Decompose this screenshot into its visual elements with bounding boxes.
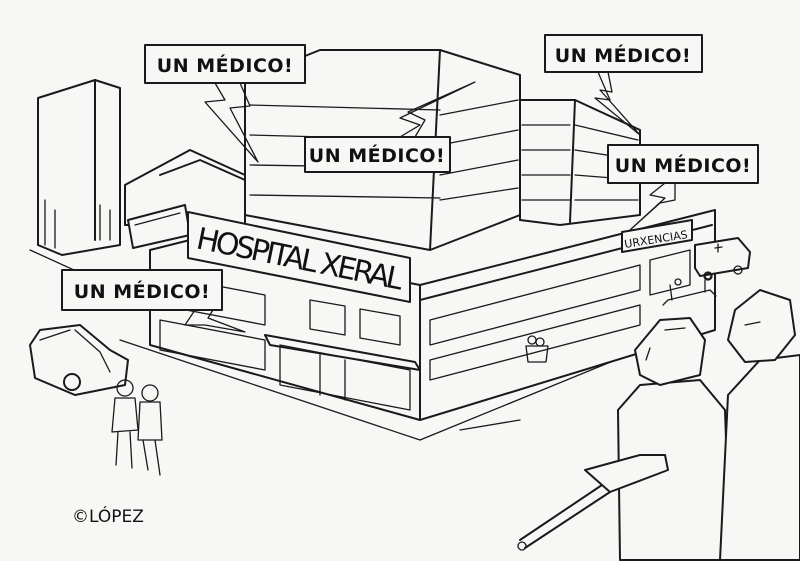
bubble-2-text: UN MÉDICO! — [309, 144, 445, 167]
bubble-1-text: UN MÉDICO! — [157, 54, 293, 77]
foreground-people — [617, 289, 800, 561]
speech-bubble-4: UN MÉDICO! — [607, 144, 759, 231]
speech-bubble-3: UN MÉDICO! — [544, 34, 703, 136]
speech-bubble-2: UN MÉDICO! — [304, 81, 476, 173]
stretcher — [662, 272, 717, 306]
bubble-4-text: UN MÉDICO! — [615, 154, 751, 177]
crutch — [517, 454, 669, 551]
speech-bubble-1: UN MÉDICO! — [144, 44, 306, 163]
left-tower — [37, 79, 121, 256]
speech-bubble-5: UN MÉDICO! — [61, 269, 246, 333]
car — [29, 324, 129, 396]
distant-couple — [525, 335, 549, 363]
right-block — [519, 99, 641, 226]
walking-couple — [111, 379, 163, 476]
ambulance — [694, 237, 751, 281]
small-house — [124, 149, 246, 249]
bubble-5-text: UN MÉDICO! — [74, 280, 210, 303]
artist-signature: ©LÓPEZ — [72, 505, 144, 527]
bubble-3-text: UN MÉDICO! — [555, 44, 691, 67]
